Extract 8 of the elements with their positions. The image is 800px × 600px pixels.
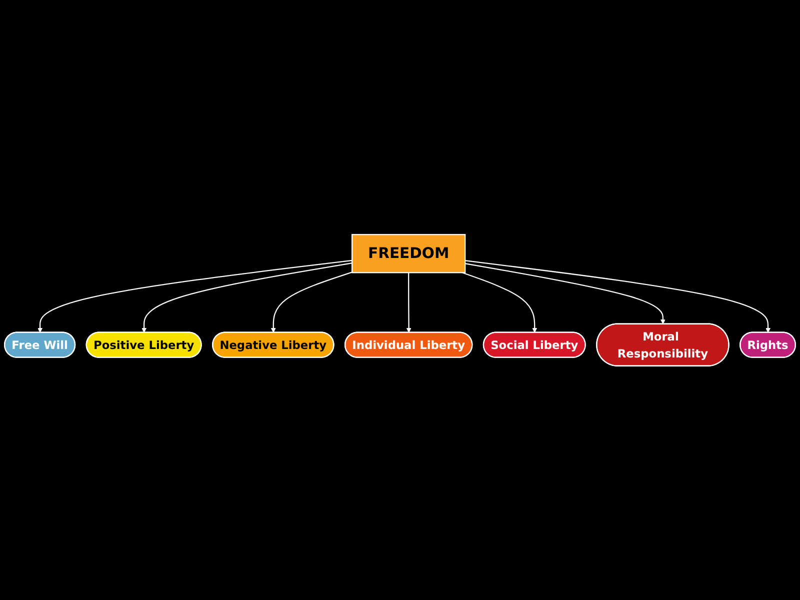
arrow [38, 260, 352, 333]
arrow [465, 260, 771, 333]
arrow [406, 272, 412, 333]
arrow [462, 272, 538, 333]
arrow [465, 262, 666, 324]
arrow [270, 271, 352, 333]
arrow [142, 262, 352, 333]
node-box: FREEDOM [352, 234, 466, 273]
